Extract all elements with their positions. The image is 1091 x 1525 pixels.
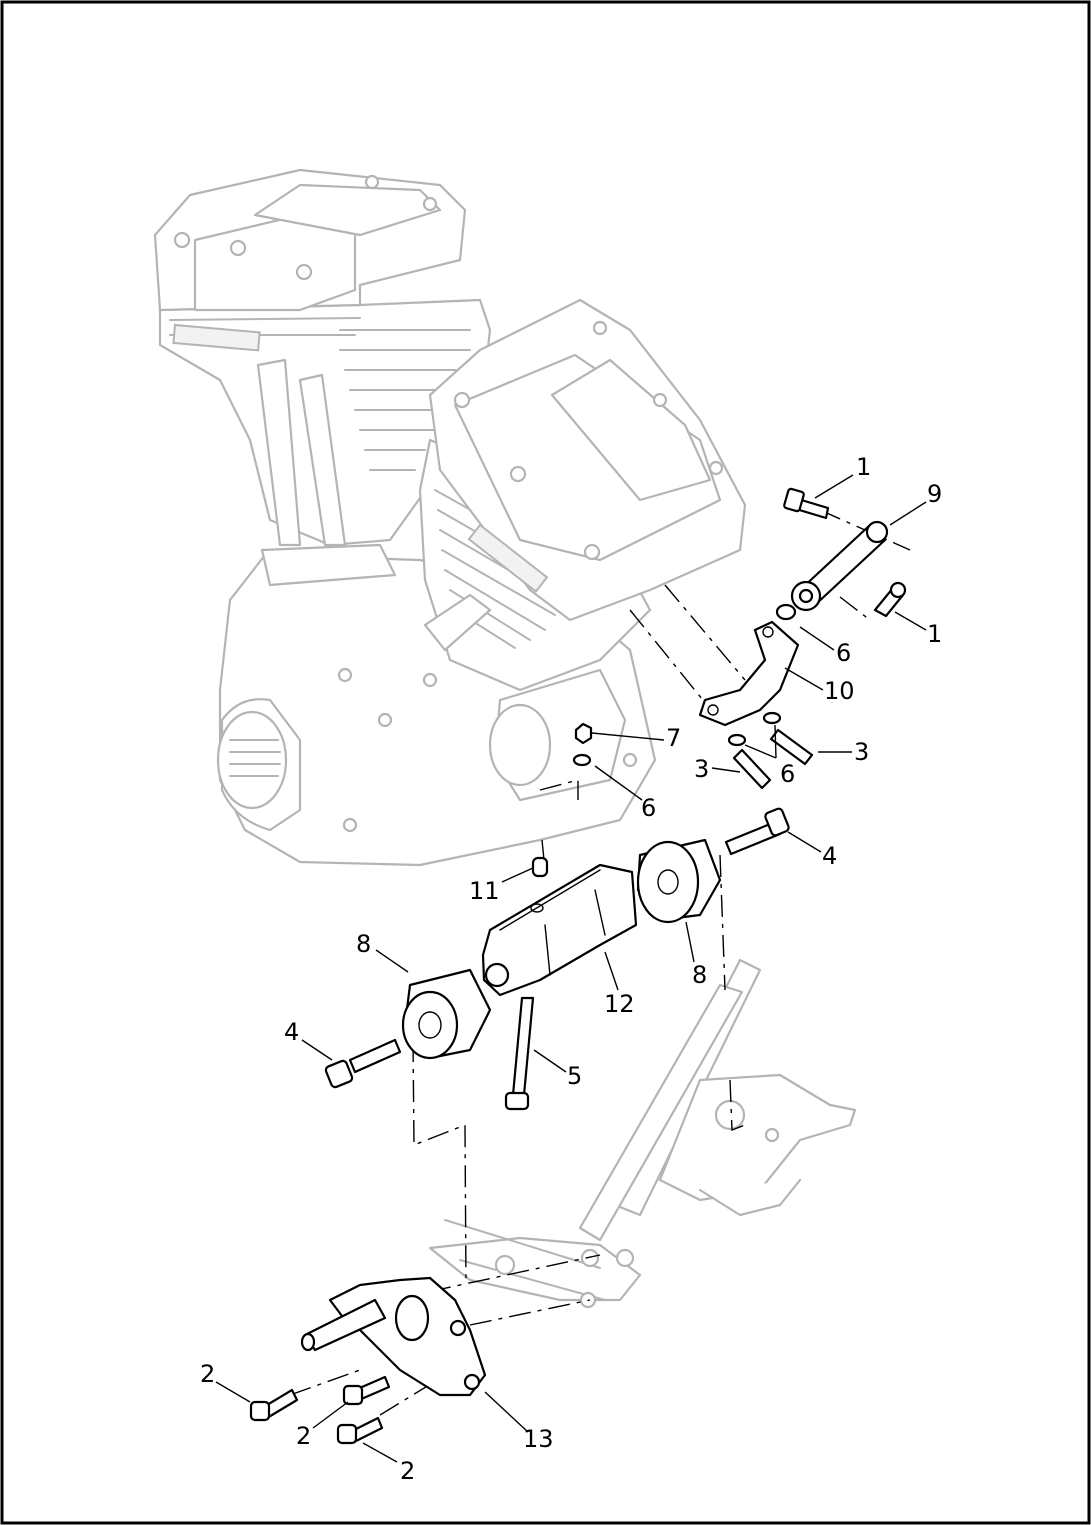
callout-10: 10 xyxy=(824,677,855,705)
callout-12: 12 xyxy=(604,990,635,1018)
part-2-bolts xyxy=(249,1375,391,1445)
callout-1-upper: 1 xyxy=(856,453,871,481)
callout-13: 13 xyxy=(523,1425,554,1453)
part-3-bolts xyxy=(732,728,814,790)
part-6-washer-upper xyxy=(775,603,797,621)
callout-2-middle: 2 xyxy=(296,1422,311,1450)
part-8-isolator-left xyxy=(401,968,492,1060)
callout-6-upper: 6 xyxy=(836,639,851,667)
part-6-washer-lower xyxy=(572,753,592,767)
leader-lines xyxy=(215,474,927,1463)
part-10-stabilizer-bracket xyxy=(698,620,800,727)
frame-ghost-illustration xyxy=(428,958,857,1309)
callout-7: 7 xyxy=(666,724,681,752)
callout-2-lower: 2 xyxy=(400,1457,415,1485)
callout-9: 9 xyxy=(927,480,942,508)
callout-3-left: 3 xyxy=(694,755,709,783)
part-4-bolt-right xyxy=(724,807,790,856)
engine-ghost-illustration xyxy=(153,168,747,867)
callout-4-left: 4 xyxy=(284,1018,299,1046)
callout-5: 5 xyxy=(567,1062,582,1090)
callout-8-right: 8 xyxy=(692,961,707,989)
part-4-bolt-left xyxy=(324,1038,402,1089)
part-12-engine-mount-bracket xyxy=(481,863,638,997)
part-8-isolator-right xyxy=(636,838,722,924)
callout-labels: 1 9 1 6 10 7 3 6 3 6 4 11 8 12 8 4 5 2 2… xyxy=(200,453,942,1485)
callout-2-upper: 2 xyxy=(200,1360,215,1388)
callout-6-lower: 6 xyxy=(641,794,656,822)
part-13-front-mount xyxy=(300,1276,487,1397)
callout-11: 11 xyxy=(469,877,500,905)
callout-3-right: 3 xyxy=(854,738,869,766)
callout-8-left: 8 xyxy=(356,930,371,958)
callout-1-lower: 1 xyxy=(927,620,942,648)
part-1-bolt-lower xyxy=(873,581,907,618)
callout-6-middle: 6 xyxy=(780,760,795,788)
callout-4-right: 4 xyxy=(822,842,837,870)
part-1-bolt-upper xyxy=(783,487,830,520)
part-6-washers-middle xyxy=(727,711,782,747)
part-5-bolt-vertical xyxy=(504,996,535,1111)
part-9-stabilizer-link xyxy=(790,520,889,612)
part-11-dowel xyxy=(531,856,549,878)
part-7-nut xyxy=(574,722,593,745)
